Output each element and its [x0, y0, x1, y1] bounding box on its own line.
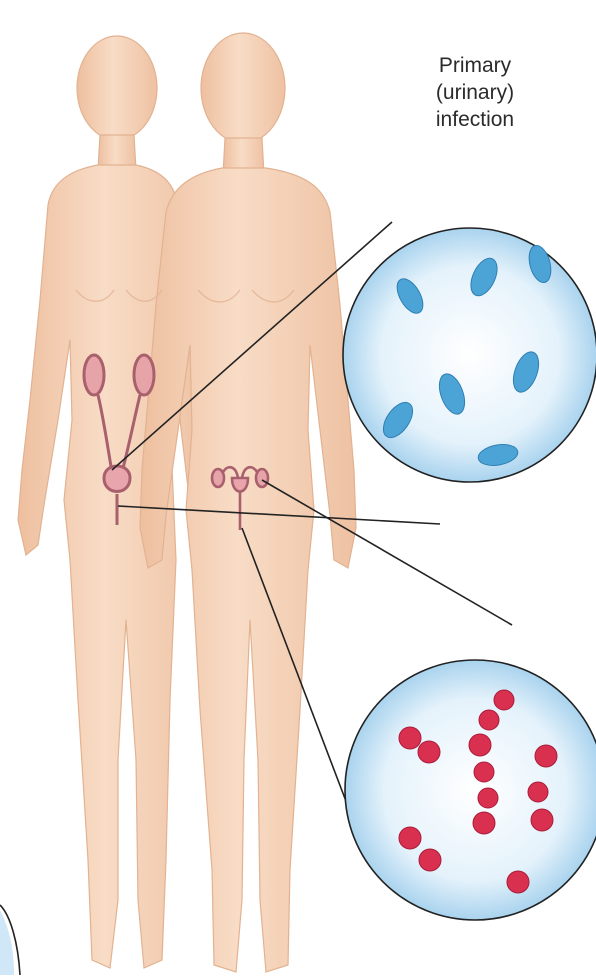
- partial-circle-edge: [0, 905, 20, 975]
- label-line-1: Primary: [400, 52, 550, 79]
- magnified-view-bacilli: [343, 228, 596, 482]
- left-figure: [18, 36, 210, 968]
- primary-infection-label: Primary (urinary) infection: [400, 52, 550, 133]
- label-line-2: (urinary): [400, 79, 550, 106]
- magnified-view-cocci: [345, 660, 596, 920]
- label-line-3: infection: [400, 106, 550, 133]
